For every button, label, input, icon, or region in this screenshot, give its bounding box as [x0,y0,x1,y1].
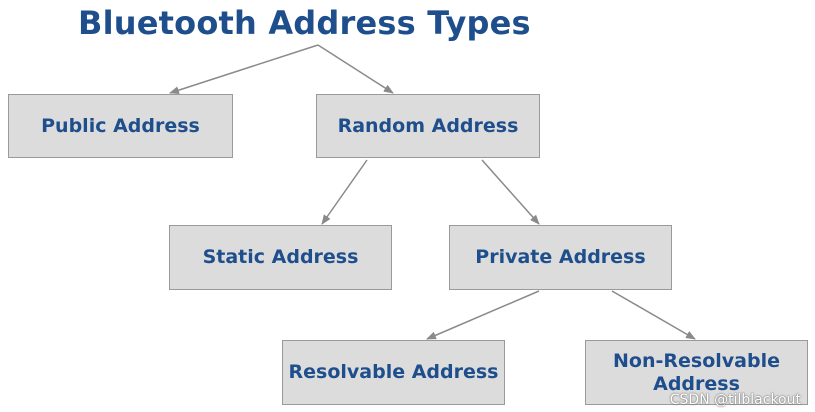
node-non-resolvable-address-label: Non-Resolvable Address [613,349,780,395]
diagram-title: Bluetooth Address Types [78,4,531,42]
watermark: CSDN @tilblackout [669,392,801,408]
edge-title-to-public [169,44,319,95]
edge-title-to-random [317,44,394,94]
node-random-address: Random Address [316,94,540,158]
node-resolvable-address: Resolvable Address [282,340,505,405]
edge-private-to-resolvable [426,290,540,340]
node-public-address: Public Address [8,94,233,158]
node-static-address-label: Static Address [202,246,359,269]
node-private-address-label: Private Address [475,246,646,269]
edge-private-to-non-resolvable [611,290,696,340]
node-non-resolvable-address: Non-Resolvable Address [585,340,808,405]
node-private-address: Private Address [449,225,672,290]
node-public-address-label: Public Address [41,114,200,137]
node-random-address-label: Random Address [337,114,519,137]
edge-random-to-private [481,159,540,225]
node-resolvable-address-label: Resolvable Address [288,361,499,384]
node-static-address: Static Address [169,225,392,290]
edge-random-to-static [321,159,368,225]
